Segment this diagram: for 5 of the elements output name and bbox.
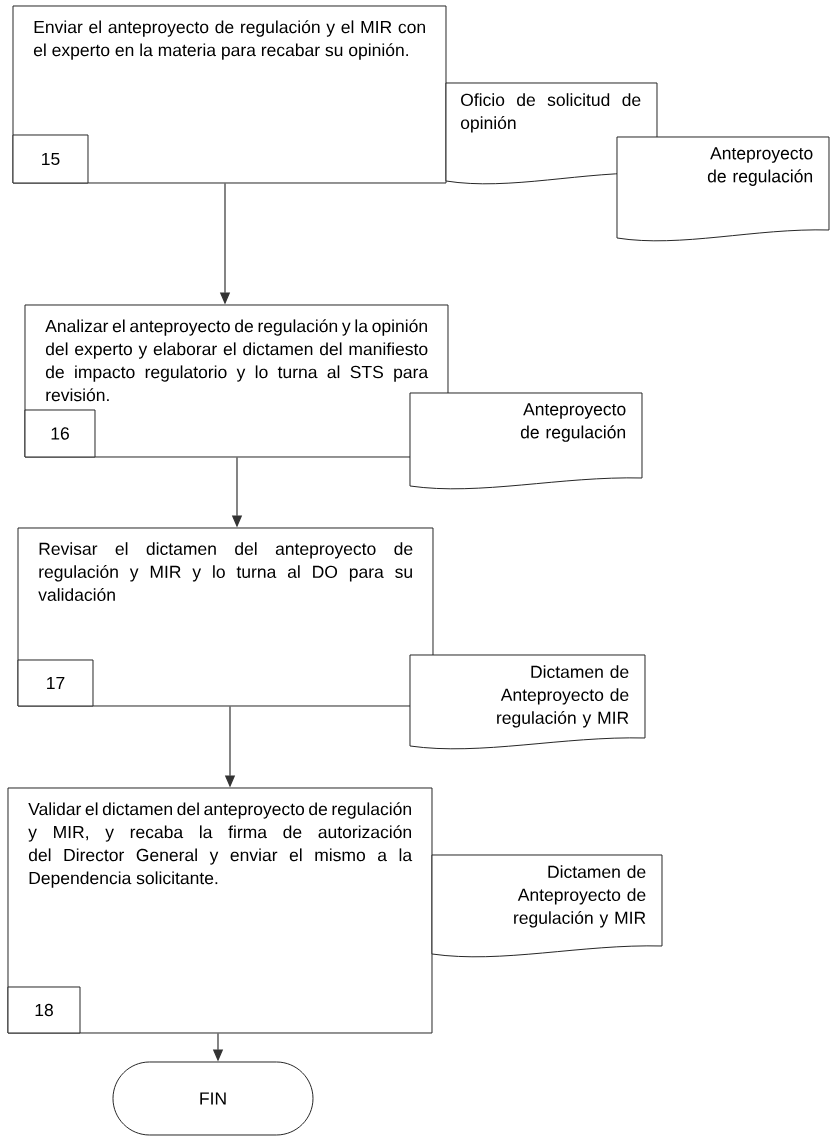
step-number: 18 [7, 986, 81, 1034]
node-label: Anteproyecto de regulación [707, 147, 813, 186]
step-number: 17 [17, 659, 94, 707]
step-number: 16 [24, 409, 96, 458]
step-number: 15 [12, 134, 89, 184]
